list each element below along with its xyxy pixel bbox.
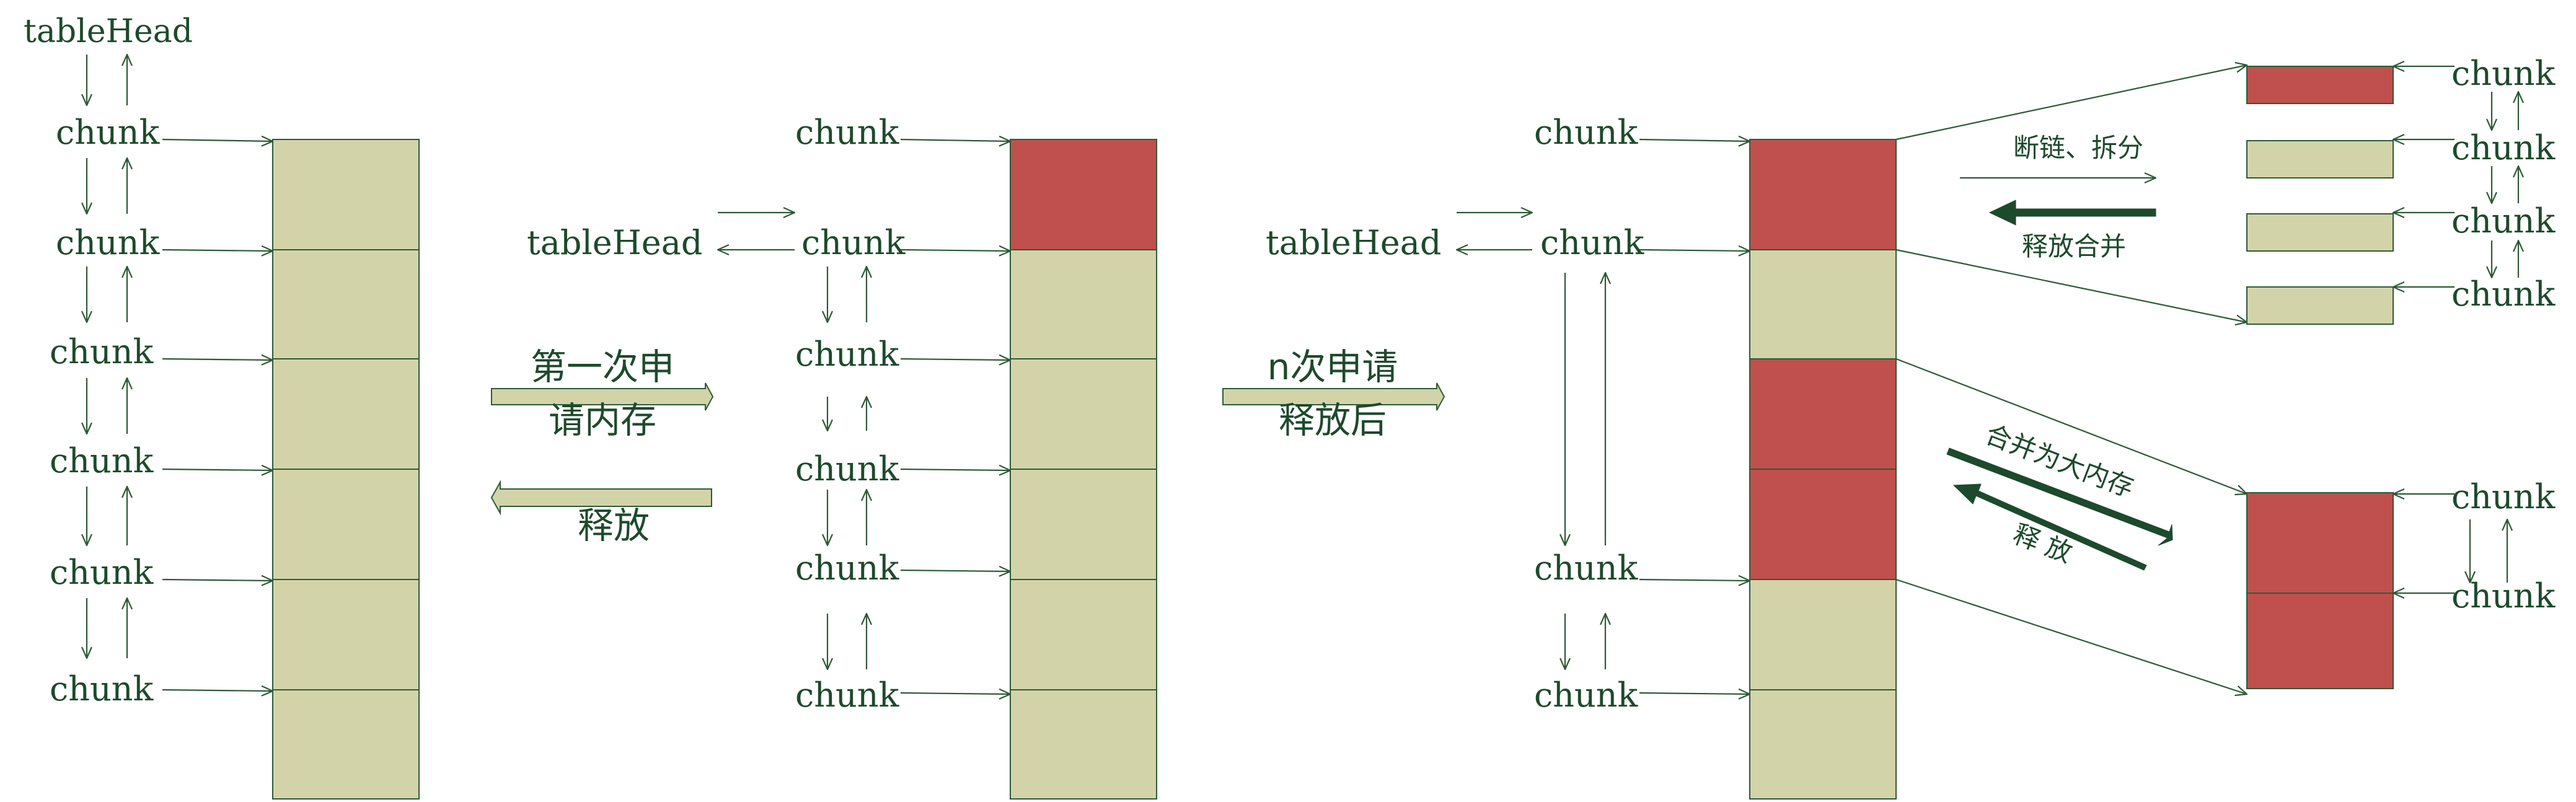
memory-block <box>272 579 420 690</box>
memory-column-2 <box>1010 139 1157 800</box>
chunk-label: chunk <box>1534 113 1639 152</box>
chunk-label: chunk <box>2451 477 2556 516</box>
chunk-label: chunk <box>1534 676 1639 715</box>
alloc-label: 第一次申 <box>531 346 674 388</box>
memory-block <box>1010 139 1157 250</box>
chunk-label: chunk <box>2451 275 2556 314</box>
alloc-arrow <box>1222 382 1445 411</box>
memory-block <box>1749 689 1897 800</box>
table-head-link-2 <box>718 213 795 250</box>
merge-big-arrow <box>1946 447 2173 546</box>
alloc-label: 释放后 <box>1279 399 1387 441</box>
chunk-label: chunk <box>2451 576 2556 615</box>
transition-n-alloc: n次申请 释放后 <box>1222 346 1445 441</box>
memory-block <box>272 249 420 359</box>
table-head-link-3 <box>1457 213 1532 250</box>
table-head-label: tableHead <box>1266 223 1442 262</box>
merge-back-arrow <box>1988 200 2156 226</box>
chunk-label: chunk <box>795 449 900 488</box>
alloc-arrow <box>491 382 714 411</box>
chunk-label: chunk <box>795 335 900 374</box>
big-linked-list-arrows <box>2470 519 2507 583</box>
memory-block <box>1010 249 1157 359</box>
memory-block <box>1010 579 1157 690</box>
chunk-label: chunk <box>795 113 900 152</box>
small-linked-list-arrows <box>2492 92 2518 278</box>
small-memory-block <box>2246 140 2394 178</box>
memory-block <box>272 689 420 800</box>
memory-block <box>1010 689 1157 800</box>
split-label: 断链、拆分 <box>2013 133 2143 163</box>
memory-block <box>1749 358 1897 470</box>
chunk-pointers-3 <box>1639 139 1750 694</box>
small-memory-block <box>2246 286 2394 325</box>
memory-block <box>272 469 420 580</box>
memory-block <box>1749 579 1897 690</box>
memory-block <box>1749 249 1897 359</box>
alloc-label: n次申请 <box>1268 346 1398 388</box>
small-blocks <box>2246 66 2394 325</box>
split-lines <box>1895 65 2247 322</box>
chunk-label: chunk <box>1534 549 1639 588</box>
release-big-arrow <box>1952 483 2147 571</box>
chunk-label: chunk <box>50 669 154 708</box>
merge-lines <box>1895 358 2247 694</box>
merge-back-label: 释放合并 <box>2022 231 2126 262</box>
chunk-label: chunk <box>50 332 154 371</box>
chunk-label: chunk <box>795 549 900 588</box>
chunk-label: chunk <box>50 553 154 592</box>
memory-block <box>1010 358 1157 470</box>
transition-first-alloc: 第一次申 请内存 释放 <box>490 346 714 547</box>
merged-memory-block <box>2246 593 2394 689</box>
chunk-label: chunk <box>56 223 161 262</box>
chunk-label: chunk <box>795 676 900 715</box>
memory-block <box>1749 469 1897 580</box>
release-label: 释放 <box>578 505 650 547</box>
small-memory-block <box>2246 213 2394 252</box>
panel-initial: tableHead chunk chunk chunk chunk chunk … <box>24 13 420 800</box>
chunk-label: chunk <box>801 223 906 262</box>
memory-block <box>272 139 420 250</box>
release-big-label: 释 放 <box>2009 519 2076 569</box>
chunk-pointers-2 <box>900 139 1010 694</box>
table-head-label: tableHead <box>24 13 193 50</box>
chunk-label: chunk <box>50 441 154 480</box>
memory-block <box>1749 139 1897 250</box>
memory-column-1 <box>272 139 420 800</box>
chunk-label: chunk <box>1540 223 1645 262</box>
memory-block <box>272 358 420 470</box>
memory-block <box>1010 469 1157 580</box>
memory-column-3 <box>1749 139 1897 800</box>
small-memory-block <box>2246 66 2394 104</box>
chunk-label: chunk <box>56 113 161 152</box>
chunk-label: chunk <box>2451 201 2556 240</box>
chunk-label: chunk <box>2451 54 2556 93</box>
linked-list-arrows-2 <box>827 267 867 669</box>
big-chunk-pointers <box>2393 494 2455 593</box>
linked-list-arrows-1 <box>87 55 127 658</box>
panel-after-n-alloc: tableHead chunk chunk chunk chunk <box>1266 54 2556 800</box>
table-head-label: tableHead <box>527 223 703 262</box>
panel-first-alloc: tableHead chunk chunk chunk chunk chunk … <box>527 113 1157 800</box>
alloc-label: 请内存 <box>549 399 656 441</box>
chunk-pointers-1 <box>162 139 273 691</box>
linked-list-arrows-3 <box>1565 273 1605 669</box>
merged-memory-block <box>2246 492 2394 594</box>
big-block <box>2246 492 2394 689</box>
small-chunk-pointers <box>2393 66 2455 287</box>
chunk-label: chunk <box>2451 128 2556 167</box>
release-arrow <box>490 480 712 516</box>
